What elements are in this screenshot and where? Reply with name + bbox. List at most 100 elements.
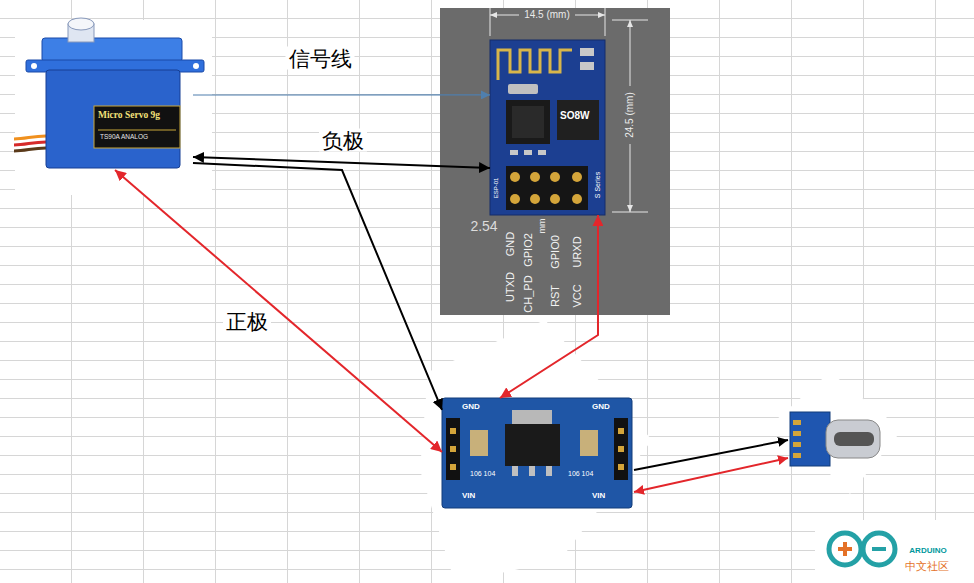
sticker-rule	[98, 130, 176, 131]
photo-ground	[15, 20, 212, 195]
dimension-arrow	[598, 12, 605, 18]
header-pin	[450, 464, 456, 470]
capacitor	[580, 430, 598, 456]
esp01-pcb	[490, 40, 605, 215]
servo-sticker	[94, 106, 180, 148]
pin-name: CH_PD	[523, 275, 534, 312]
dimension-tick	[605, 8, 606, 36]
smd-part	[538, 150, 546, 155]
servo-horn	[68, 18, 94, 30]
drawing-panel	[440, 8, 670, 315]
usb-c-board	[790, 412, 830, 466]
header-pin	[450, 446, 456, 452]
regulator-tab	[512, 410, 552, 424]
dimension-arrow	[627, 20, 633, 27]
header-pin	[450, 428, 456, 434]
dimension-line	[630, 20, 631, 86]
smd-part	[580, 48, 594, 56]
dimension-tick	[490, 8, 491, 36]
header-pin	[618, 446, 624, 452]
servo-picture	[14, 18, 212, 195]
pin-name: VIN	[592, 492, 605, 500]
dimension: 2.54	[470, 219, 497, 233]
signal-wire	[193, 94, 490, 95]
usb-c-picture	[634, 372, 902, 494]
wire-label: 信号线	[286, 47, 355, 70]
header-pin	[530, 194, 540, 204]
part-marking: 106 104	[470, 470, 495, 477]
header-pin	[572, 194, 582, 204]
power-module-picture	[420, 320, 652, 583]
header-pin	[510, 194, 520, 204]
main-chip-die	[512, 106, 544, 138]
header-pin	[572, 172, 582, 182]
header-pin	[550, 194, 560, 204]
photo-ground	[420, 320, 652, 583]
servo-model: Micro Servo 9g	[98, 111, 160, 121]
power-wire	[500, 215, 598, 398]
header-pins	[510, 172, 582, 204]
pin-name: GND	[592, 403, 610, 411]
pin-header	[506, 166, 588, 210]
ground-wire	[634, 440, 788, 470]
usb-c-opening	[834, 432, 874, 446]
dimension-arrow	[490, 12, 497, 18]
servo-wire	[14, 142, 46, 145]
header-pin	[618, 464, 624, 470]
watermark: 中文社区	[905, 561, 949, 572]
watermark: ARDUINO	[909, 547, 946, 555]
esp01-picture	[440, 8, 670, 315]
pin-name: RST	[550, 285, 561, 307]
power-wire	[634, 458, 788, 492]
flash-chip	[557, 100, 599, 140]
ground-wire	[193, 163, 442, 410]
regulator-chip	[505, 424, 560, 466]
power-wire	[115, 170, 442, 452]
servo-motor: Micro Servo 9gTS90A ANALOG	[38, 45, 193, 170]
dimension-arrow	[627, 205, 633, 212]
mount-hole	[31, 63, 37, 69]
smd-part	[510, 150, 518, 155]
logo-ground	[815, 520, 974, 583]
main-chip	[506, 100, 550, 144]
header-pin	[510, 172, 520, 182]
pin-name: VCC	[572, 284, 583, 307]
pin-name: VIN	[462, 492, 475, 500]
logo-ring	[863, 533, 895, 565]
photo-ground	[776, 372, 902, 494]
chip-marking: SO8W	[560, 111, 589, 121]
solder-pad	[793, 431, 801, 436]
series-marking: S Series	[594, 172, 601, 198]
pin-header	[446, 418, 460, 480]
solder-pad	[793, 442, 801, 447]
wire-label: 负极	[319, 129, 367, 152]
mount-hole	[193, 63, 199, 69]
pin-name: URXD	[572, 236, 583, 267]
logo-ring	[829, 533, 861, 565]
dimension-line	[630, 144, 631, 212]
dimension: 24.5 (mm)	[625, 92, 635, 138]
part-marking: 106 104	[568, 470, 593, 477]
usb-c-socket	[826, 420, 880, 458]
dimension: 14.5 (mm)	[524, 10, 570, 20]
pin-name: GPIO2	[523, 233, 534, 267]
servo-top	[42, 38, 182, 62]
regulator-pcb	[442, 398, 632, 508]
regulator-leg	[512, 466, 518, 476]
pin-name: GPIO0	[550, 235, 561, 269]
board-name: ESP-01	[493, 178, 499, 199]
regulator-leg	[529, 466, 535, 476]
solder-pad	[793, 420, 801, 425]
pin-name: UTXD	[505, 272, 516, 302]
wire-label: 正极	[223, 310, 271, 333]
logo-plus	[838, 542, 852, 556]
pin-name: GND	[462, 403, 480, 411]
smd-part	[524, 150, 532, 155]
header-pin	[550, 172, 560, 182]
header-pin	[618, 428, 624, 434]
power-module: GND VIN 106 104 106 104 GND VIN	[442, 398, 632, 508]
